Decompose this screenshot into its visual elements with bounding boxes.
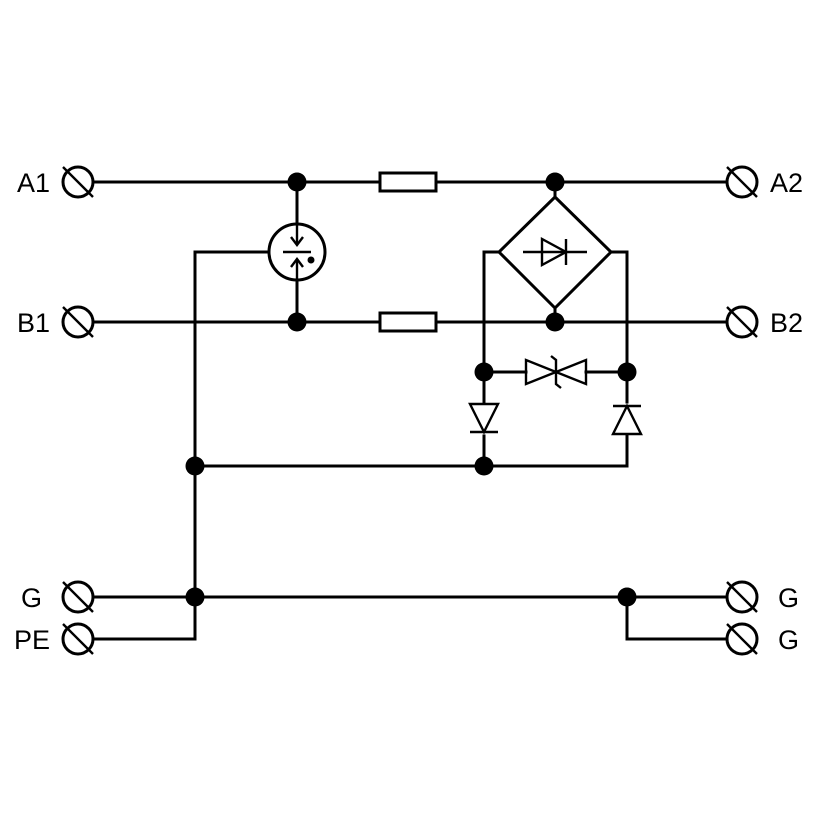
label-b1: B1	[17, 308, 50, 338]
wire-left-trunk	[93, 250, 197, 641]
resistor-b	[378, 311, 438, 333]
wire-right-g-link	[625, 595, 729, 641]
diode-left	[468, 402, 500, 435]
diode-bridge	[482, 180, 629, 324]
terminal-a1-symbol	[61, 165, 95, 199]
gas-discharge-tube	[193, 180, 327, 324]
label-a1: A1	[17, 168, 50, 198]
label-pe: PE	[14, 625, 50, 655]
label-a2: A2	[770, 168, 803, 198]
terminal-g-right-2-symbol	[725, 622, 759, 656]
junction-dots	[185, 172, 637, 607]
label-g-right-1: G	[778, 583, 799, 613]
resistor-a	[378, 171, 438, 193]
terminal-g-right-1-symbol	[725, 580, 759, 614]
terminal-pe-symbol	[61, 622, 95, 656]
terminal-g-left-symbol	[61, 580, 95, 614]
diode-right	[611, 403, 643, 436]
label-g-left: G	[21, 583, 42, 613]
label-b2: B2	[770, 308, 803, 338]
terminal-a2-symbol	[725, 165, 759, 199]
terminal-b2-symbol	[725, 305, 759, 339]
tvs-diode	[482, 355, 629, 389]
terminal-b1-symbol	[61, 305, 95, 339]
label-g-right-2: G	[778, 625, 799, 655]
